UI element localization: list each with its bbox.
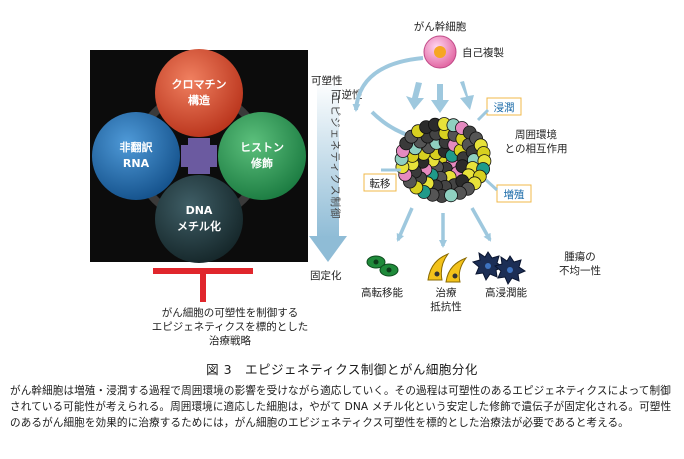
axis-vertical-label: エピジェネティクス制御 xyxy=(329,94,342,220)
plasticity-label: 可塑性 xyxy=(311,74,343,87)
invasive-cells xyxy=(471,251,527,286)
rna-circle: 非翻訳 RNA xyxy=(92,112,180,200)
stem-to-tumor-arrows xyxy=(406,81,474,113)
plasticity-curve-arrow xyxy=(352,56,424,112)
stem-cell-nucleus xyxy=(434,46,446,58)
self-renewal-label: 自己複製 xyxy=(462,46,504,59)
inhibitor-stem xyxy=(200,268,206,302)
histone-label-1: ヒストン xyxy=(240,141,284,154)
invasive-label: 高浸潤能 xyxy=(485,286,527,299)
heterogeneity-label-1: 腫瘍の xyxy=(564,250,596,263)
resistant-label-1: 治療 xyxy=(436,286,457,299)
metastatic-label: 高転移能 xyxy=(361,286,403,299)
reversibility-label: 可逆性 xyxy=(331,88,363,101)
histone-circle: ヒストン 修飾 xyxy=(218,112,306,200)
fixation-label: 固定化 xyxy=(310,269,342,282)
treatment-strategy-text: がん細胞の可塑性を制御する エピジェネティクスを標的とした 治療戦略 xyxy=(151,307,309,347)
histone-label-2: 修飾 xyxy=(250,156,273,170)
tumor-to-outcome-arrows xyxy=(381,108,499,248)
figure-caption: 図 3 エピジェネティクス制御とがん細胞分化 xyxy=(206,362,478,377)
dna-label-2: メチル化 xyxy=(177,219,221,233)
stem-cell-title: がん幹細胞 xyxy=(414,20,467,33)
resistant-cells xyxy=(427,252,468,283)
microenvironment-label-1: 周囲環境 xyxy=(515,128,557,141)
metastatic-cells xyxy=(366,255,399,277)
invasion-box xyxy=(486,97,522,116)
chromatin-circle: クロマチン 構造 xyxy=(155,49,243,137)
invasion-label: 浸潤 xyxy=(494,102,515,114)
rna-label-1: 非翻訳 xyxy=(120,140,154,154)
dna-circle: DNA メチル化 xyxy=(155,175,243,263)
heterogeneity-label-2: 不均一性 xyxy=(559,264,601,277)
dna-label-1: DNA xyxy=(186,204,213,217)
plus-icon-bar xyxy=(181,145,217,167)
metastasis-box xyxy=(363,173,397,192)
chromatin-label-2: 構造 xyxy=(188,93,211,107)
proliferation-box xyxy=(496,184,532,203)
chromatin-label-1: クロマチン xyxy=(172,78,227,91)
tumor-cell-cluster xyxy=(394,117,492,203)
figure-description: がん幹細胞は増殖・浸潤する過程で周囲環境の影響を受けながら適応していく。その過程… xyxy=(10,385,672,429)
tumor-cell xyxy=(444,188,458,203)
resistant-label-2: 抵抗性 xyxy=(430,300,462,313)
rna-label-2: RNA xyxy=(123,157,150,170)
microenvironment-label-2: との相互作用 xyxy=(505,142,568,155)
epigenetic-axis-arrow: エピジェネティクス制御 xyxy=(309,80,347,262)
metastasis-label: 転移 xyxy=(370,177,391,190)
proliferation-label: 増殖 xyxy=(504,188,525,201)
